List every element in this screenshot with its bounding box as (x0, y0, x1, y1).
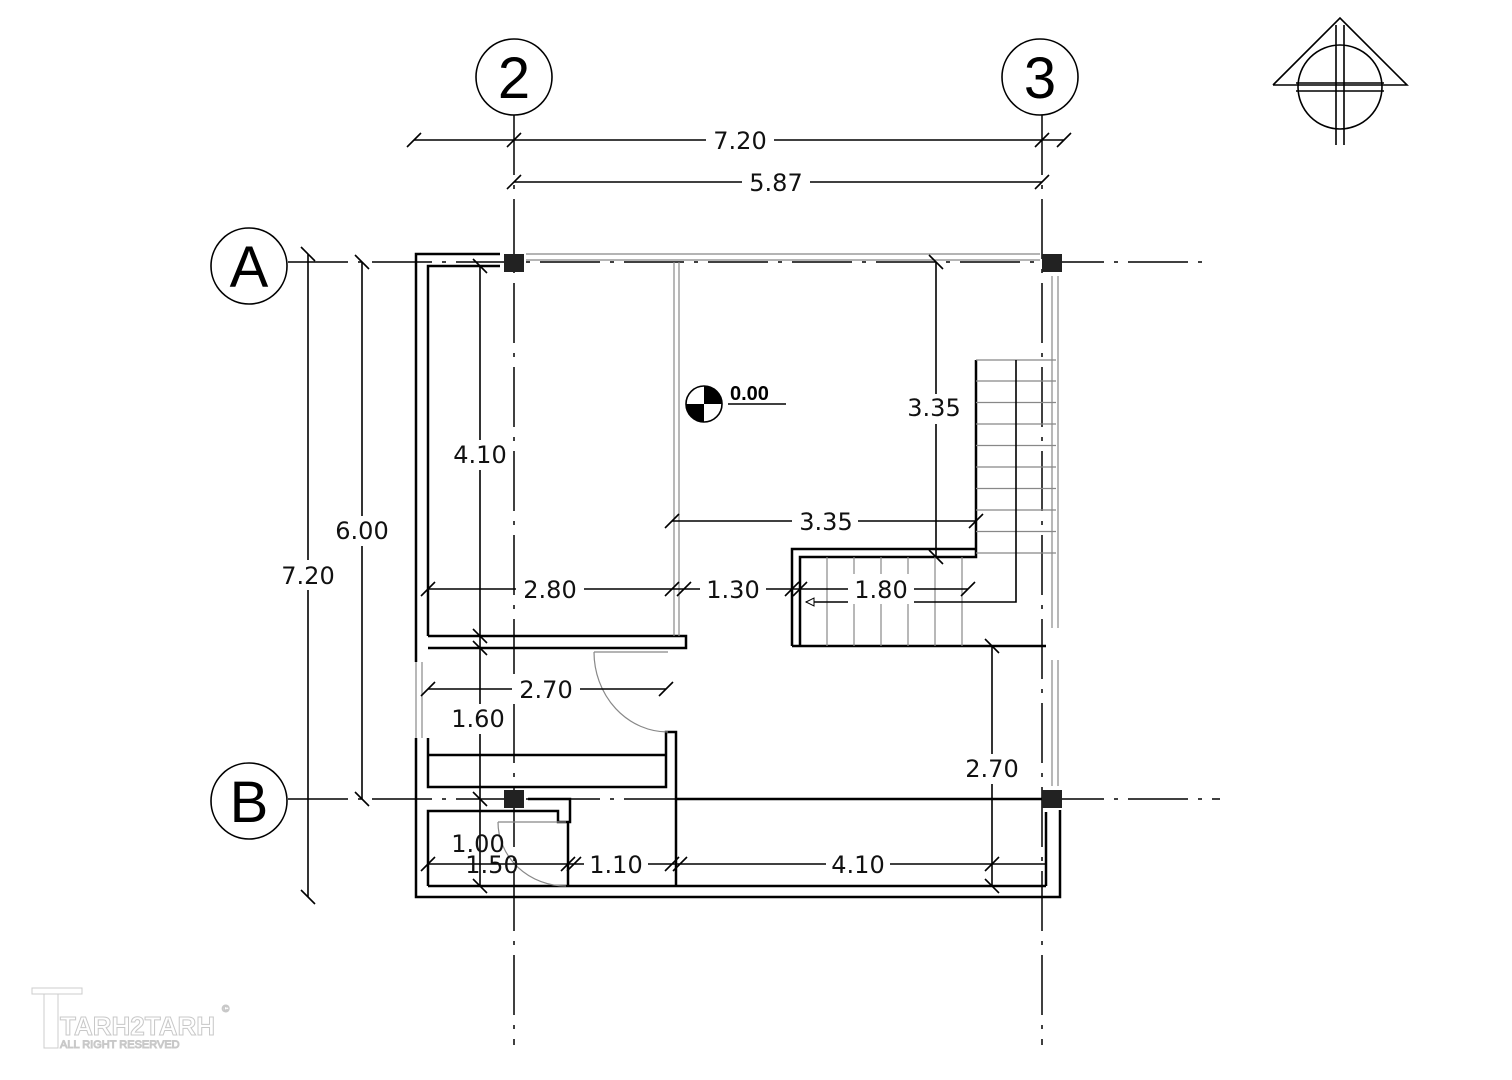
watermark-brand: TARH2TARH (60, 1011, 215, 1041)
dimension-tick (658, 681, 674, 697)
dimension-tick (472, 640, 488, 656)
dimension-tick (354, 791, 370, 807)
dimension-tick (784, 581, 800, 597)
dimension-tick (928, 549, 944, 565)
dim-hall-width: 2.70 (519, 676, 572, 704)
column (504, 790, 524, 808)
dimension-tick (354, 254, 370, 270)
dim-right-height: 2.70 (965, 755, 1018, 783)
column (1042, 790, 1062, 808)
watermark-copyright: © (222, 1004, 230, 1015)
dim-stair-height: 3.35 (907, 394, 960, 422)
dimension-tick (664, 856, 680, 872)
dim-wc-height: 1.00 (451, 830, 504, 858)
watermark-tagline: ALL RIGHT RESERVED (60, 1039, 180, 1051)
dim-overall-width: 7.20 (713, 127, 766, 155)
level-marker: 0.00 (685, 383, 786, 423)
dim-store-width: 1.10 (589, 851, 642, 879)
dimension-tick (472, 791, 488, 807)
walls (414, 252, 1062, 899)
dim-gap: 1.30 (706, 576, 759, 604)
dimension-tick (420, 856, 436, 872)
dimension-tick (984, 638, 1000, 654)
dimension-tick (472, 258, 488, 274)
dimension-labels: 7.20 5.87 7.20 6.00 4.10 3.35 3.35 2.80 … (278, 124, 1026, 880)
dimension-tick (960, 581, 976, 597)
dimension-tick (928, 254, 944, 270)
dimension-tick (506, 132, 522, 148)
grid-bubble-a: A (210, 227, 288, 305)
dimension-tick (472, 628, 488, 644)
dimension-tick (676, 581, 692, 597)
grid-bubble-3: 3 (1001, 38, 1079, 116)
grid-bubble-b: B (210, 762, 288, 840)
grid-label-b: B (230, 770, 269, 835)
dim-room-height: 4.10 (453, 441, 506, 469)
dimension-tick (420, 581, 436, 597)
dim-wc-width: 1.50 (465, 851, 518, 879)
column (1042, 254, 1062, 272)
grid-label-3: 3 (1024, 46, 1056, 111)
column (504, 254, 524, 272)
dimension-tick (792, 581, 808, 597)
dimension-tick (420, 681, 436, 697)
dim-axis-height: 6.00 (335, 517, 388, 545)
dimension-tick (566, 856, 582, 872)
dimension-ticks (300, 132, 1072, 905)
dimension-tick (1056, 132, 1072, 148)
grid-label-a: A (230, 235, 269, 300)
dimension-tick (968, 513, 984, 529)
dimension-tick (1034, 174, 1050, 190)
dimension-tick (300, 889, 316, 905)
dimension-tick (672, 856, 688, 872)
dim-stair-width: 3.35 (799, 508, 852, 536)
watermark-logo: TARH2TARH ALL RIGHT RESERVED © (31, 987, 231, 1052)
north-arrow-icon (1272, 16, 1409, 145)
dimension-tick (1034, 132, 1050, 148)
dim-axis-width: 5.87 (749, 169, 802, 197)
doors (497, 651, 669, 887)
dimension-tick (300, 246, 316, 262)
dim-stair-run: 1.80 (854, 576, 907, 604)
dimension-tick (664, 513, 680, 529)
grid-bubble-2: 2 (475, 38, 553, 116)
dim-room-width: 2.80 (523, 576, 576, 604)
dim-bottom-width: 4.10 (831, 851, 884, 879)
dimension-tick (406, 132, 422, 148)
dimension-tick (984, 856, 1000, 872)
dim-overall-height: 7.20 (281, 562, 334, 590)
dim-hall-height: 1.60 (451, 705, 504, 733)
dimension-tick (984, 878, 1000, 894)
dimension-tick (560, 856, 576, 872)
grid-label-2: 2 (498, 46, 530, 111)
dimension-tick (664, 581, 680, 597)
level-value: 0.00 (730, 383, 769, 405)
dimension-tick (506, 174, 522, 190)
dimension-tick (472, 878, 488, 894)
